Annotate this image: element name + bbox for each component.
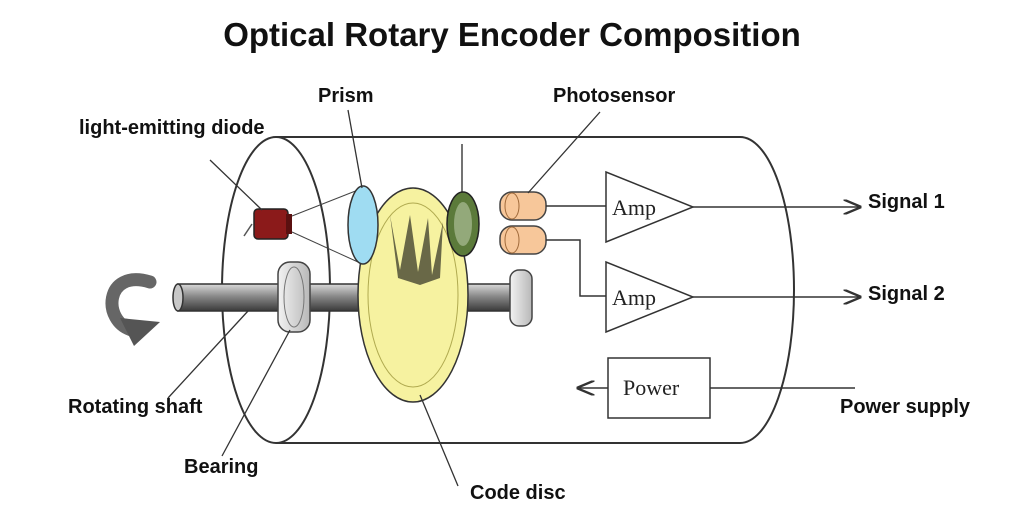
leader-lines [167, 109, 601, 487]
label-signal-2: Signal 2 [868, 283, 945, 305]
grating-mask [446, 144, 480, 257]
label-photosensor: Photosensor [553, 85, 676, 107]
sensor-wires [546, 205, 606, 297]
label-signal-1: Signal 1 [868, 191, 945, 213]
led-component [243, 208, 292, 240]
bearing-left [277, 261, 311, 333]
label-code-disc: Code disc [470, 482, 566, 504]
amp-1: Amp [605, 170, 696, 244]
rotating-shaft [172, 283, 524, 312]
label-power-supply: Power supply [840, 396, 971, 418]
rotation-arrow-icon [105, 273, 160, 346]
label-led: light-emitting diode [79, 117, 265, 139]
label-prism: Prism [318, 85, 374, 107]
bearing-right [509, 269, 533, 327]
power-box: Power [607, 357, 711, 419]
power-box-text: Power [623, 375, 680, 400]
light-rays [291, 189, 359, 263]
photosensor-bottom [499, 225, 547, 255]
code-disc [357, 187, 469, 403]
label-bearing: Bearing [184, 456, 259, 478]
photosensor-top [499, 191, 547, 221]
amp-1-text: Amp [612, 195, 656, 220]
label-rotating-shaft: Rotating shaft [68, 396, 203, 418]
prism-lens [347, 185, 379, 265]
amp-2-text: Amp [612, 285, 656, 310]
diagram-title: Optical Rotary Encoder Composition [223, 16, 801, 53]
amp-2: Amp [605, 260, 696, 334]
